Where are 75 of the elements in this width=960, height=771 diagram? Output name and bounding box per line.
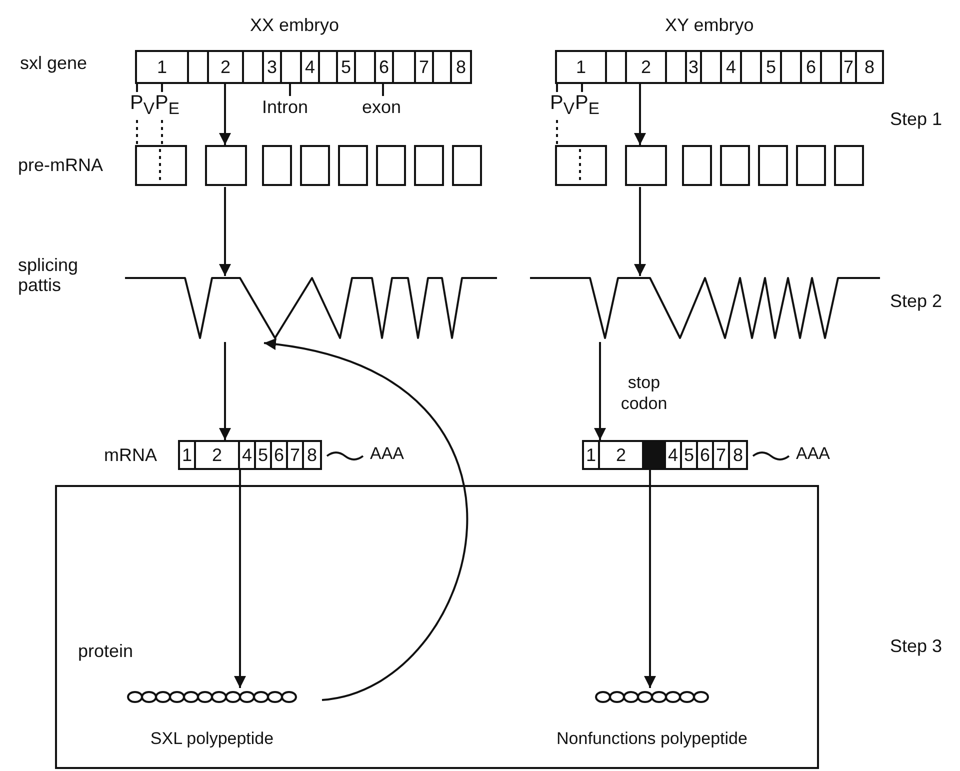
- exon-number: 4: [726, 56, 736, 78]
- exon-number: 8: [864, 56, 874, 78]
- arrow: [234, 470, 246, 688]
- promoter-label: P$_{V}$: [130, 92, 154, 120]
- row-label: pre-mRNA: [18, 154, 104, 176]
- leader-line: [556, 120, 558, 145]
- exon-number: 2: [220, 56, 230, 78]
- exon-number: 7: [716, 444, 726, 466]
- arrow: [219, 187, 231, 276]
- exon-number: 8: [456, 56, 466, 78]
- exon-number: 4: [242, 444, 252, 466]
- frame-box: [55, 485, 819, 769]
- exon-number: 5: [684, 444, 694, 466]
- exon-number: 2: [212, 444, 222, 466]
- arrow: [219, 342, 231, 440]
- exon-number: 4: [304, 56, 315, 78]
- row-label: mRNA: [104, 444, 157, 466]
- leader-line: [556, 84, 558, 92]
- step-label: Step 1: [890, 108, 942, 130]
- leader-line: [161, 120, 163, 145]
- exon-number: 5: [258, 444, 268, 466]
- pre-mrna-exon-drawing: [555, 145, 866, 187]
- heading: XY embryo: [665, 14, 754, 36]
- splicing-pattern-drawing: [528, 276, 882, 342]
- polypeptide-label: Nonfunctions polypeptide: [556, 728, 748, 750]
- promoter-label: P$_{E}$: [575, 92, 600, 120]
- tail-label: AAA: [370, 443, 404, 465]
- arrow: [634, 84, 646, 145]
- arrow: [634, 187, 646, 276]
- part-label: exon: [362, 96, 402, 118]
- exon-number: 2: [640, 56, 651, 78]
- splicing-pattern-drawing: [123, 276, 499, 342]
- gene-bar: [555, 50, 884, 84]
- promoter-label: P$_{E}$: [155, 92, 180, 120]
- leader-line: [161, 84, 163, 92]
- leader-line: [581, 84, 583, 92]
- exon-number: 7: [418, 56, 429, 78]
- exon-number: 8: [306, 444, 317, 466]
- leader-line: [136, 120, 138, 145]
- arrow: [594, 342, 606, 440]
- row-label: protein: [78, 640, 134, 662]
- exon-number: 2: [616, 444, 626, 466]
- exon-number: 1: [182, 444, 192, 466]
- arrow: [644, 470, 656, 688]
- exon-number: 1: [576, 56, 586, 78]
- exon-number: 1: [156, 56, 167, 78]
- exon-number: 4: [668, 444, 678, 466]
- leader-line: [136, 84, 138, 92]
- step-label: Step 3: [890, 635, 942, 657]
- tail-label: AAA: [796, 443, 830, 465]
- heading: XX embryo: [250, 14, 340, 36]
- exon-number: 1: [586, 444, 596, 466]
- leader-line: [289, 84, 291, 96]
- step-label: Step 2: [890, 290, 942, 312]
- leader-line: [382, 84, 384, 96]
- polypeptide-label: SXL polypeptide: [149, 728, 275, 750]
- row-label: sxl gene: [20, 52, 88, 74]
- exon-number: 3: [688, 56, 698, 78]
- exon-number: 5: [766, 56, 776, 78]
- exon-number: 7: [290, 444, 300, 466]
- exon-number: 7: [843, 56, 854, 78]
- exon-number: 8: [732, 444, 743, 466]
- curved-arrow: [264, 339, 468, 701]
- exon-number: 6: [806, 56, 816, 78]
- row-label: splicing pattis: [18, 255, 80, 295]
- exon-number: 6: [274, 444, 284, 466]
- gene-bar: [135, 50, 472, 84]
- part-label: Intron: [262, 96, 308, 118]
- exon-number: 3: [266, 56, 277, 78]
- pre-mrna-exon-drawing: [135, 145, 484, 187]
- exon-number: 5: [340, 56, 351, 78]
- exon-number: 6: [378, 56, 389, 78]
- promoter-label: P$_{V}$: [550, 92, 574, 120]
- exon-number: 6: [700, 444, 710, 466]
- arrow: [219, 84, 231, 145]
